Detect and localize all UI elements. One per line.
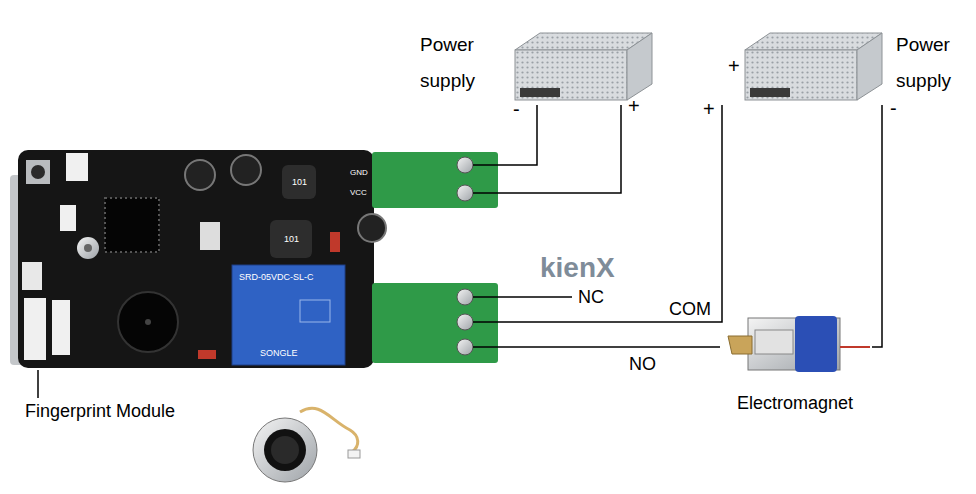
terminal-wire-stubs-part xyxy=(473,192,500,194)
fingerprint-sensor-picture-part xyxy=(271,436,299,464)
controller-board-part xyxy=(26,160,50,184)
electromagnet-picture-part xyxy=(795,316,837,372)
controller-board-part xyxy=(200,222,220,250)
controller-board-part xyxy=(24,298,46,360)
controller-board-part xyxy=(457,157,473,173)
power-supply-picture-part xyxy=(750,88,790,97)
electromagnet-picture-part xyxy=(728,336,752,354)
fingerprint-module: Fingerprint Module xyxy=(22,398,222,428)
polarity-mark: + xyxy=(628,95,640,118)
controller-board-part xyxy=(457,185,473,201)
controller-board-part xyxy=(60,205,76,231)
wire-label: NO xyxy=(627,354,658,375)
controller-board-part xyxy=(457,314,473,330)
terminal-wire-stubs-part xyxy=(473,164,500,166)
controller-board-part xyxy=(198,350,216,359)
controller-board-part xyxy=(66,153,88,181)
controller-board: GND VCC SRD-05VDC-SL-C SONGLE xyxy=(15,148,500,370)
power-supply-picture xyxy=(745,33,882,100)
fingerprint-sensor-picture xyxy=(253,408,360,482)
power-supply: Power supply xyxy=(720,22,970,105)
terminal-wire-stubs-part xyxy=(473,346,500,348)
nc-wire xyxy=(500,296,572,298)
controller-board-part xyxy=(105,198,159,252)
terminal-wire-stubs-part xyxy=(473,296,500,298)
controller-board-part xyxy=(145,319,151,325)
power-supply-picture-part xyxy=(520,88,560,97)
electromagnet-picture-part xyxy=(840,346,870,348)
electromagnet: Electromagnet xyxy=(720,300,872,420)
controller-board-part xyxy=(358,214,386,242)
inductor-marking: 101 xyxy=(284,234,299,244)
controller-board-part xyxy=(84,244,92,252)
controller-board-part xyxy=(31,165,45,179)
electromagnet-picture-part xyxy=(755,330,793,354)
controller-board-part xyxy=(52,300,70,355)
controller-board-part xyxy=(330,232,340,252)
controller-board-part xyxy=(372,283,498,363)
pin-name: GND xyxy=(350,168,368,177)
controller-board-part xyxy=(118,292,178,352)
controller-board-part xyxy=(232,265,345,365)
relay-brand: SONGLE xyxy=(260,348,298,358)
controller-board-part xyxy=(457,289,473,305)
fingerprint-sensor-picture-part xyxy=(264,429,306,471)
controller-board-part xyxy=(282,165,316,199)
power-supply-picture xyxy=(515,33,652,100)
wire xyxy=(37,370,39,398)
controller-board-part xyxy=(231,155,261,185)
controller-board-part xyxy=(77,237,99,259)
power-supply: Power supply xyxy=(415,25,645,105)
relay-model: SRD-05VDC-SL-C xyxy=(239,272,314,282)
polarity-mark: - xyxy=(513,98,520,121)
controller-board-part xyxy=(185,160,215,190)
polarity-mark: + xyxy=(703,98,715,121)
fingerprint-sensor-picture-part xyxy=(253,418,317,482)
power-supply-picture-part xyxy=(627,33,652,100)
power-supply-label: Power supply xyxy=(420,27,512,99)
power-supply-picture-part xyxy=(857,33,882,100)
terminal-wire-stubs-part xyxy=(473,321,500,323)
controller-board-part xyxy=(22,262,42,290)
power-supply-label: Power supply xyxy=(896,27,968,99)
inductor-marking: 101 xyxy=(292,177,307,187)
fingerprint-module-label: Fingerprint Module xyxy=(25,401,175,422)
terminal-wire-stubs xyxy=(473,165,500,347)
terminal-name: NC xyxy=(578,287,604,308)
controller-board-part xyxy=(372,152,498,208)
polarity-mark: - xyxy=(890,97,897,120)
fingerprint-sensor-picture-part xyxy=(348,450,360,458)
power-supply-picture-part xyxy=(745,50,857,100)
controller-board-part xyxy=(270,220,312,258)
controller-board xyxy=(10,150,498,368)
controller-board-part xyxy=(18,150,374,368)
watermark: kienX xyxy=(540,252,615,284)
wire-label: COM xyxy=(667,299,713,320)
controller-board-part xyxy=(300,300,330,322)
wire xyxy=(500,105,722,322)
pin-name: VCC xyxy=(350,188,367,197)
wire xyxy=(872,105,882,347)
electromagnet-label: Electromagnet xyxy=(720,393,870,414)
wire xyxy=(500,346,720,348)
polarity-mark: + xyxy=(728,55,740,78)
power-supply-picture-part xyxy=(515,50,627,100)
controller-board-part xyxy=(457,339,473,355)
electromagnet-picture xyxy=(728,316,870,372)
